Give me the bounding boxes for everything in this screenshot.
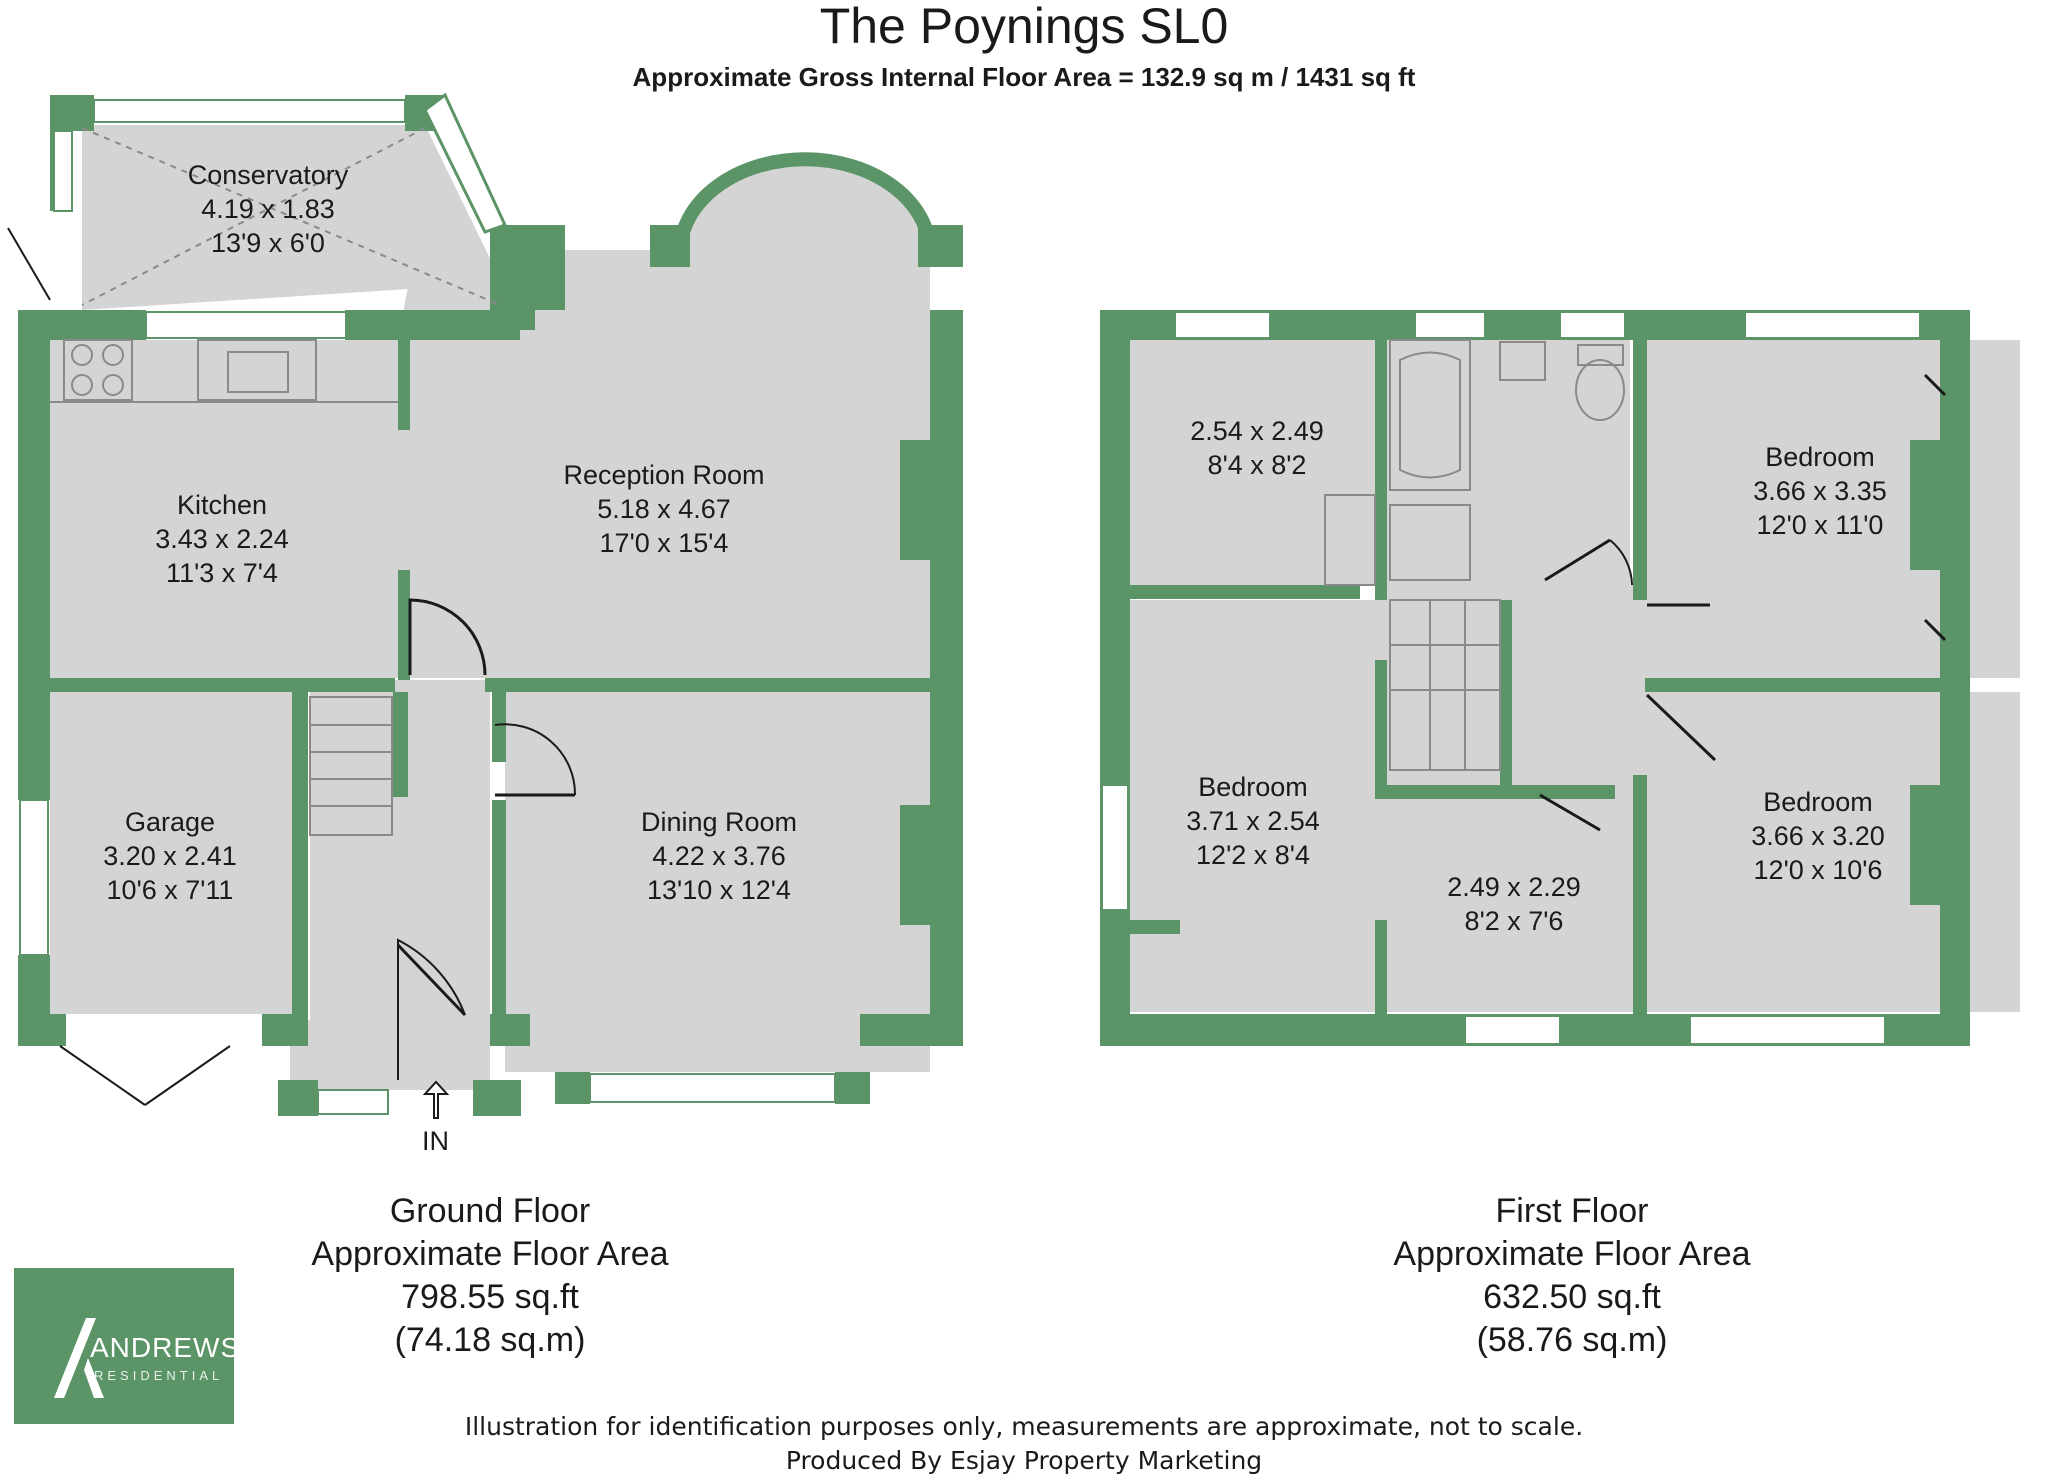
room-label-ff-landing-room: 2.49 x 2.29 8'2 x 7'6 (1447, 872, 1581, 936)
ground-floor-plan (7, 92, 963, 1119)
porch-floor (290, 1020, 490, 1090)
room-label-ff-small-room: 2.54 x 2.49 8'4 x 8'2 (1190, 416, 1324, 480)
room-label-ff-bedroom-left: Bedroom 3.71 x 2.54 12'2 x 8'4 (1186, 772, 1320, 870)
entrance-label: IN (422, 1126, 449, 1156)
logo-tagline: RESIDENTIAL (94, 1368, 224, 1383)
room-label-garage: Garage 3.20 x 2.41 10'6 x 7'11 (103, 807, 237, 905)
gross-area-subtitle: Approximate Gross Internal Floor Area = … (632, 62, 1416, 92)
logo-brand: ANDREWS (90, 1332, 241, 1363)
kitchen-floor (50, 340, 398, 678)
ff-bedroom-2-floor (1130, 600, 1375, 1012)
disclaimer: Illustration for identification purposes… (0, 1410, 2048, 1478)
disclaimer-line-1: Illustration for identification purposes… (464, 1412, 1584, 1441)
reception-bay (680, 159, 930, 253)
first-floor-caption: First Floor Approximate Floor Area 632.5… (1393, 1192, 1751, 1359)
agency-logo: ANDREWS RESIDENTIAL (14, 1268, 239, 1424)
garage-floor (50, 692, 292, 1014)
disclaimer-line-2: Produced By Esjay Property Marketing (785, 1446, 1263, 1475)
logo-a-mark-icon (54, 1318, 104, 1398)
room-label-reception-room: Reception Room 5.18 x 4.67 17'0 x 15'4 (563, 460, 765, 558)
room-label-ff-bedroom-rear: Bedroom 3.66 x 3.35 12'0 x 11'0 (1753, 442, 1887, 540)
room-label-dining-room: Dining Room 4.22 x 3.76 13'10 x 12'4 (640, 807, 798, 905)
room-label-ff-bedroom-front: Bedroom 3.66 x 3.20 12'0 x 10'6 (1751, 787, 1885, 885)
reception-floor-main (398, 340, 930, 678)
plan-title: The Poynings SL0 (819, 0, 1229, 54)
room-label-kitchen: Kitchen 3.43 x 2.24 11'3 x 7'4 (155, 490, 289, 588)
ff-bathroom-floor (1385, 340, 1630, 585)
ground-floor-caption: Ground Floor Approximate Floor Area 798.… (311, 1192, 669, 1359)
first-floor-plan (1100, 310, 2020, 1046)
ff-room-small-floor (1130, 340, 1375, 585)
room-label-conservatory: Conservatory 4.19 x 1.83 13'9 x 6'0 (187, 160, 349, 258)
dining-floor (505, 692, 930, 1072)
